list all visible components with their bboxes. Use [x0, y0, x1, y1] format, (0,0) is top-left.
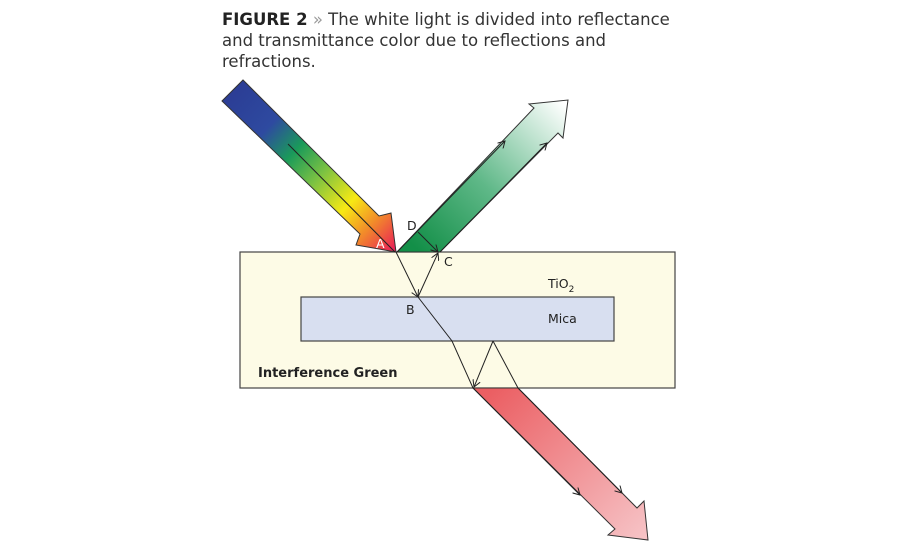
path-reflect-down [492, 340, 519, 389]
point-b-label: B [406, 302, 415, 317]
caption-separator: » [312, 10, 323, 29]
transmitted-ray-2 [517, 387, 622, 493]
incident-ray [287, 143, 396, 253]
reflected-ray-1 [396, 141, 505, 253]
tio2-label: TiO2 [547, 276, 574, 295]
path-a-b [395, 251, 418, 297]
pigment-label: Interference Green [258, 366, 398, 381]
reflected-ray-2 [439, 143, 547, 253]
figure-label: FIGURE 2 [222, 10, 308, 29]
transmitted-red-arrow [471, 387, 649, 541]
point-d-label: D [407, 218, 417, 233]
path-b-c [417, 253, 438, 298]
reflected-green-arrow [395, 99, 569, 253]
transmitted-ray-1 [472, 387, 580, 495]
tio2-subscript: 2 [569, 285, 575, 295]
point-a-label: A [376, 236, 385, 251]
mica-layer [300, 296, 615, 342]
path-reflect-up [474, 340, 494, 387]
path-b-mica-exit [417, 296, 474, 389]
tio2-text: TiO [547, 276, 569, 291]
mica-label: Mica [548, 311, 577, 326]
point-c-label: C [444, 254, 453, 269]
figure-caption: FIGURE 2 » The white light is divided in… [222, 9, 692, 72]
caption-text: The white light is divided into reflecta… [222, 10, 670, 71]
path-d-c [417, 231, 438, 252]
